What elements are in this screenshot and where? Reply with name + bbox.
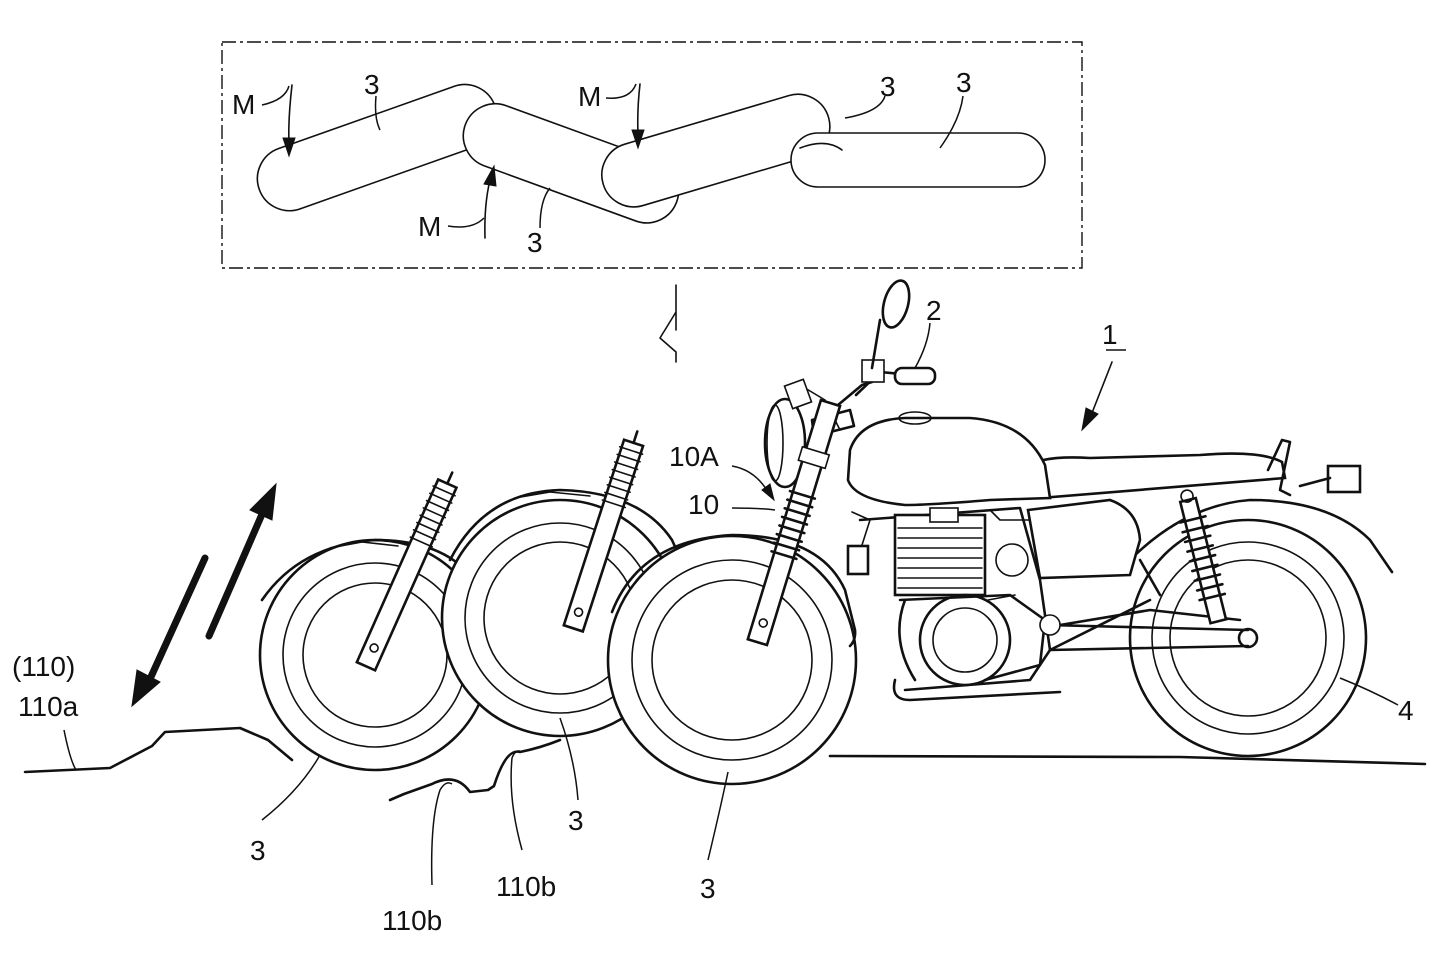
- m-arrow-1: [288, 84, 293, 143]
- road-surface-left: [23, 726, 294, 774]
- label-m: M: [578, 81, 601, 112]
- label-2-leader: [914, 322, 931, 369]
- m-leader-3: [447, 217, 485, 228]
- label-3: 3: [250, 835, 266, 866]
- inset-diagram: M M M 3 3 3 3: [221, 41, 1083, 269]
- m-arrow-2: [636, 83, 641, 135]
- motorcycle: [763, 279, 1394, 758]
- label-3-leader-b: [559, 717, 579, 801]
- up-arrow-shaft: [205, 508, 267, 640]
- label-110b-leader-b: [510, 750, 523, 851]
- frame: [858, 506, 1162, 692]
- label-110b: 110b: [382, 905, 442, 936]
- label-4-leader: [1339, 677, 1399, 706]
- label-2: 2: [926, 295, 942, 326]
- turn-signal-stalk: [851, 511, 871, 546]
- road-surface-right: [828, 754, 1427, 766]
- label-3: 3: [364, 69, 380, 100]
- label-4: 4: [1398, 695, 1414, 726]
- label-10: 10: [688, 489, 719, 520]
- down-arrow-shaft: [141, 554, 209, 694]
- rear-fender: [1128, 498, 1394, 574]
- m-arrowhead-3: [483, 164, 497, 187]
- m-arrowhead-1: [282, 137, 296, 158]
- tail-bracket: [1298, 476, 1332, 488]
- label-1: 1: [1102, 319, 1118, 350]
- path-stadium-4: [790, 132, 1046, 188]
- fender-2-rib: [514, 491, 591, 499]
- path-stadium-3: [601, 93, 831, 208]
- label-10a-leader: [731, 465, 769, 493]
- rear-shock: [1178, 489, 1228, 625]
- m-arrow-3: [484, 179, 491, 239]
- label-10a: 10A: [669, 441, 719, 472]
- fork-2: [562, 430, 645, 634]
- tail-light: [1326, 464, 1362, 494]
- inset-frame: [221, 41, 1083, 269]
- label-10a-arrowhead: [761, 483, 775, 502]
- label-m: M: [418, 211, 441, 242]
- down-arrow-head: [131, 669, 161, 708]
- label-m: M: [232, 89, 255, 120]
- rear-wheel: [1128, 518, 1368, 758]
- exhaust: [892, 678, 1062, 702]
- fork-3: [746, 398, 842, 647]
- m-leader-1: [261, 85, 290, 106]
- fork-1: [355, 471, 459, 673]
- label-3: 3: [568, 805, 584, 836]
- up-arrow-head: [249, 482, 277, 521]
- fuel-tank: [846, 416, 1052, 507]
- label-1-arrowhead: [1081, 407, 1099, 432]
- label-3: 3: [700, 873, 716, 904]
- side-panel: [1026, 498, 1142, 580]
- label-1-leader: [1089, 361, 1113, 419]
- label-110b: 110b: [496, 871, 556, 902]
- path-overlap-arc: [799, 142, 843, 151]
- rear-wheel-inner: [1169, 559, 1327, 717]
- three-leader-4: [939, 95, 964, 149]
- three-leader-2: [539, 187, 551, 229]
- inset-connector: [659, 284, 677, 363]
- rear-wheel-rim: [1151, 541, 1345, 735]
- label-3: 3: [527, 227, 543, 258]
- wheel-position-1: [258, 471, 508, 772]
- wheel-position-3: [606, 398, 858, 786]
- seat: [1023, 452, 1287, 500]
- grab-rail: [1266, 438, 1292, 497]
- label-3-leader-a: [261, 754, 321, 821]
- label-110b-leader-a: [430, 782, 453, 886]
- label-3: 3: [880, 71, 896, 102]
- fender-1-rib: [329, 541, 399, 549]
- fuel-cap: [898, 411, 932, 425]
- label-3: 3: [956, 67, 972, 98]
- label-10-leader: [731, 507, 776, 511]
- mirror: [881, 279, 911, 329]
- label-110a-leader: [63, 729, 77, 771]
- handlebar: [854, 359, 937, 397]
- mirror-stalk: [870, 318, 882, 370]
- m-arrowhead-2: [631, 129, 645, 150]
- three-leader-3: [844, 95, 886, 119]
- engine: [893, 507, 1061, 687]
- label-110: (110): [12, 651, 75, 682]
- m-leader-2: [605, 83, 637, 99]
- three-leader-1: [374, 95, 381, 131]
- headlight: [763, 397, 807, 489]
- turn-signal: [846, 544, 870, 576]
- road-bumps: [388, 738, 562, 802]
- label-3-leader-c: [707, 771, 729, 861]
- label-110a: 110a: [18, 691, 79, 722]
- cable-box: [783, 378, 813, 410]
